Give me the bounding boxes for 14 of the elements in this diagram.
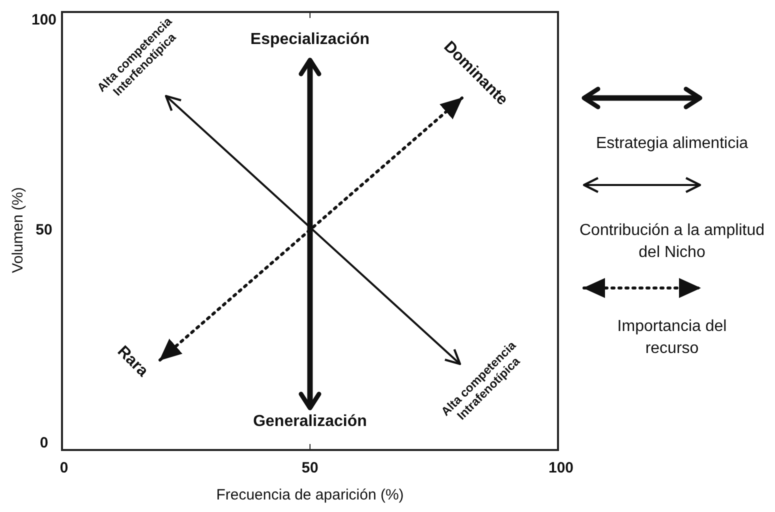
tick-label: 50 [302,459,318,477]
tick-label: 100 [31,11,57,29]
axis-end-label: Generalización [253,412,367,432]
axis-title: Volumen (%) [9,187,27,273]
tick-label: 50 [36,221,52,239]
axis-title: Frecuencia de aparición (%) [216,486,404,504]
axis-end-label: Especialización [250,30,370,50]
legend-text: Importancia del recurso [616,317,728,360]
legend-text: Estrategia alimenticia [594,134,750,154]
tick-label: 0 [60,459,68,477]
legend-text: Contribución a la amplitud del Nicho [578,221,766,264]
tick-label: 0 [40,434,48,452]
double-arrow [298,58,322,410]
tick-label: 100 [548,459,574,477]
